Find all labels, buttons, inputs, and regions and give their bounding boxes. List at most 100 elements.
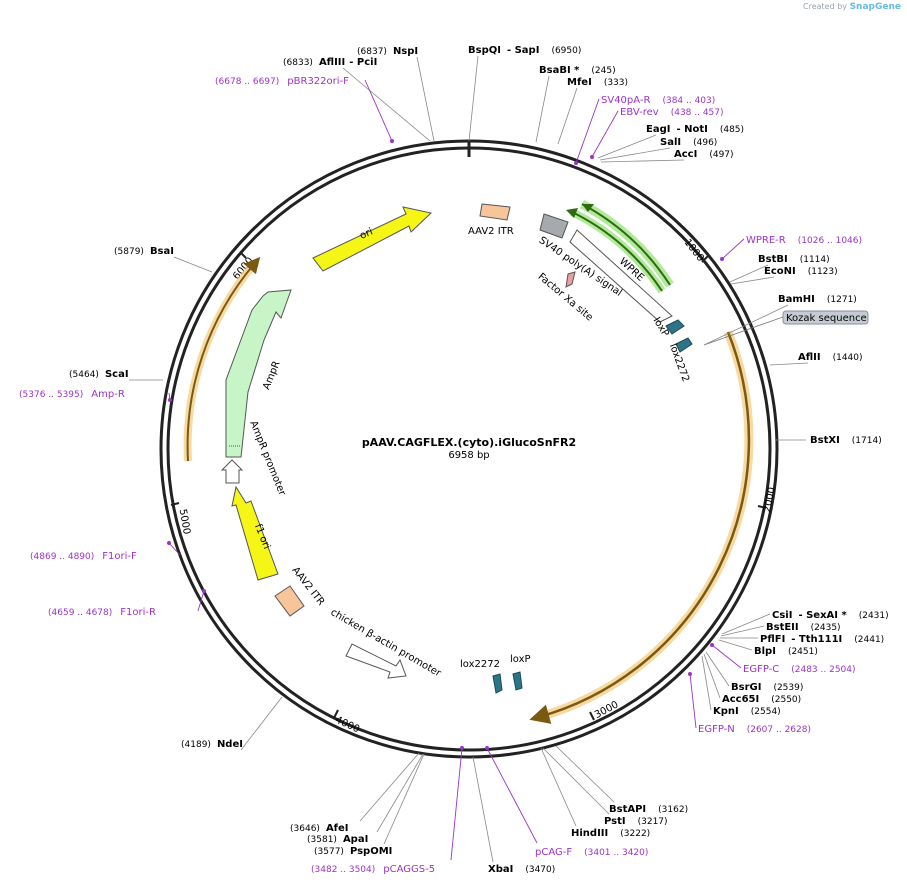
loxp-bottom-feature[interactable] (512, 671, 523, 691)
primer-range: (6678 .. 6697) (215, 77, 279, 87)
primer-site-mark (168, 398, 172, 402)
site-nspi[interactable]: (6837)NspI (357, 46, 418, 57)
site-csii[interactable]: CsiI- SexAI *(2431) (772, 610, 889, 621)
site-name: AflIII (319, 57, 345, 68)
site-econi[interactable]: EcoNI(1123) (764, 266, 838, 277)
site-bsabi[interactable]: BsaBI *(245) (539, 65, 616, 76)
site-label: BsrGI (2539) (731, 682, 803, 693)
lox2272-bottom-feature[interactable] (492, 673, 503, 694)
primer-sv40par[interactable]: SV40pA-R(384 .. 403) (601, 95, 715, 106)
aav2-itr-top-feature[interactable] (479, 203, 511, 221)
site-hindiii[interactable]: HindIII(3222) (571, 828, 650, 839)
primer-label: pCAG-F(3401 .. 3420) (535, 847, 648, 858)
aav2-itr-left-feature[interactable] (274, 585, 305, 617)
primer-leader (591, 110, 619, 158)
site-bstapi[interactable]: BstAPI(3162) (609, 804, 688, 815)
f1-ori-feature[interactable] (231, 485, 279, 581)
site-apai[interactable]: (3581)ApaI (307, 834, 368, 845)
primer-leader (711, 644, 742, 669)
primer-pcaggs5[interactable]: (3482 .. 3504)pCAGGS-5 (311, 864, 435, 875)
primer-label: SV40pA-R(384 .. 403) (601, 95, 715, 106)
site-blpi[interactable]: BlpI(2451) (754, 646, 818, 657)
primer-ampr[interactable]: (5376 .. 5395)Amp-R (19, 389, 125, 400)
site-pflfi[interactable]: PflFI- Tth111I(2441) (760, 634, 884, 645)
site-pos: (2451) (788, 647, 818, 657)
primer-site-mark (590, 155, 594, 159)
primer-name: pCAG-F (535, 847, 572, 858)
site-name: BsrGI (731, 682, 761, 693)
site-bstxi[interactable]: BstXI(1714) (810, 435, 882, 446)
site-afei[interactable]: (3646)AfeI (290, 823, 349, 834)
primer-label: EBV-rev (438 .. 457) (620, 107, 724, 118)
site-name: NspI (393, 46, 418, 57)
primer-egfpn[interactable]: EGFP-N(2607 .. 2628) (698, 724, 811, 735)
primer-egfpc[interactable]: EGFP-C(2483 .. 2504) (743, 664, 856, 675)
left-region-arrow (186, 256, 261, 462)
site-label: BamHI(1271) (778, 294, 857, 305)
site-name: HindIII (571, 828, 608, 839)
site-bsrgi[interactable]: BsrGI (2539) (731, 682, 803, 693)
wpre-arrowhead-inner (566, 208, 578, 218)
primer-pbr322orif[interactable]: (6678 .. 6697)pBR322ori-F (215, 76, 349, 87)
primer-f1orir[interactable]: (4659 .. 4678)F1ori-R (48, 607, 156, 618)
site-pos: (3577) (314, 847, 344, 857)
site-sali[interactable]: SalI(496) (660, 137, 717, 148)
primer-leader (364, 79, 393, 142)
site-label: (3581)ApaI (307, 834, 368, 845)
site-name: BspQI (468, 45, 501, 56)
primer-leader (575, 98, 600, 164)
wpre-feature[interactable] (569, 229, 673, 323)
site-eagi[interactable]: EagI- NotI(485) (646, 124, 744, 135)
kozak-badge[interactable] (782, 310, 869, 325)
primer-name: EGFP-C (743, 664, 779, 675)
wpre-arrowhead-outer (582, 204, 594, 212)
site-bsai[interactable]: (5879)BsaI (114, 246, 174, 257)
site-scai[interactable]: (5464)ScaI (69, 369, 129, 380)
site-leader (769, 362, 809, 366)
ori-feature[interactable] (312, 206, 433, 272)
site-label: XbaI(3470) (488, 864, 555, 875)
site-aflii[interactable]: AflII(1440) (798, 352, 863, 363)
primer-site-mark (485, 746, 489, 750)
site-pos: (4189) (181, 740, 211, 750)
primer-site-mark (167, 541, 171, 545)
site-ndei[interactable]: (4189)NdeI (181, 739, 243, 750)
site-leader (555, 745, 615, 803)
site-kpni[interactable]: KpnI(2554) (713, 706, 781, 717)
primer-pcagf[interactable]: pCAG-F(3401 .. 3420) (535, 847, 648, 858)
site-label: KpnI(2554) (713, 706, 781, 717)
tick-5000 (170, 502, 180, 506)
site-acc65i[interactable]: Acc65I(2550) (722, 694, 801, 705)
primer-range: (4869 .. 4890) (30, 552, 94, 562)
primer-f1orif[interactable]: (4869 .. 4890)F1ori-F (30, 551, 137, 562)
site-pspomi[interactable]: (3577)PspOMI (314, 846, 392, 857)
primer-ebvrev[interactable]: EBV-rev (438 .. 457) (620, 107, 724, 118)
site-label: PflFI- Tth111I(2441) (760, 634, 884, 645)
site-bstbi[interactable]: BstBI(1114) (758, 254, 830, 265)
site-afliii[interactable]: (6833)AflIII- PciI (283, 57, 377, 68)
primer-name: EBV-rev (620, 107, 659, 118)
lox2272-right-feature[interactable] (675, 337, 693, 353)
ampr-promoter-feature[interactable] (220, 459, 244, 484)
site-bspqi[interactable]: BspQI- SapI(6950) (468, 45, 581, 56)
chicken-actin-promoter-feature[interactable] (345, 643, 407, 679)
primer-name: EGFP-N (698, 724, 735, 735)
site-mfei[interactable]: MfeI(333) (567, 77, 628, 88)
site-bsteii[interactable]: BstEII(2435) (766, 622, 841, 633)
site-xbai[interactable]: XbaI(3470) (488, 864, 555, 875)
site-name: KpnI (713, 706, 739, 717)
primer-wprer[interactable]: WPRE-R(1026 .. 1046) (746, 235, 862, 246)
site-leader (721, 613, 771, 635)
site-bamhi[interactable]: BamHI(1271) (778, 294, 857, 305)
site-psti[interactable]: PstI(3217) (604, 816, 668, 827)
ampr-feature[interactable] (225, 289, 292, 458)
sv40-feature[interactable] (539, 213, 569, 239)
site-pos: (2539) (773, 683, 803, 693)
site-acci[interactable]: AccI(497) (674, 149, 734, 160)
loxp-right-feature[interactable] (665, 319, 685, 335)
factor-xa-feature[interactable] (565, 271, 576, 288)
primer-leader (450, 747, 463, 861)
site-name: EagI (646, 124, 670, 135)
primer-range: (438 .. 457) (671, 108, 724, 118)
tick-3000 (589, 711, 595, 721)
